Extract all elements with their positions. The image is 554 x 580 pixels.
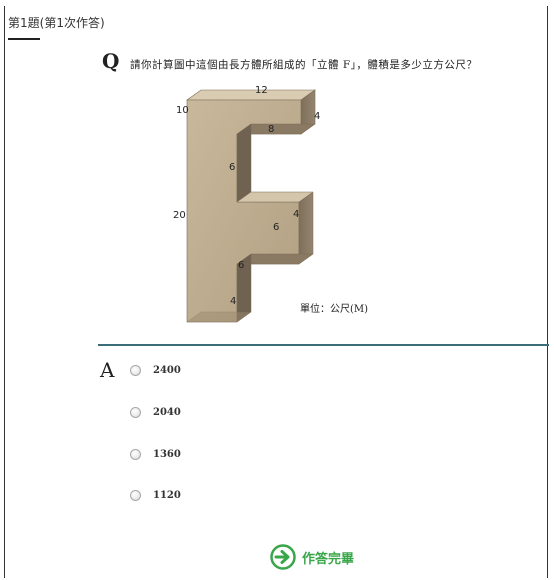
- submit-answer-button[interactable]: 作答完畢: [270, 544, 354, 570]
- radio-button[interactable]: [130, 489, 141, 501]
- option-label: 1120: [153, 489, 181, 501]
- solid-f-diagram: 12 10 4 8 6 20 4 6 6 4: [173, 85, 320, 323]
- answer-option[interactable]: 1120: [130, 487, 181, 503]
- unit-label: 單位：公尺(M): [300, 304, 369, 315]
- dim-label: 6: [238, 260, 244, 271]
- answer-option[interactable]: 2040: [130, 404, 181, 420]
- solid-f-figure: 12 10 4 8 6 20 4 6 6 4: [165, 82, 325, 331]
- radio-button[interactable]: [130, 406, 141, 418]
- radio-button[interactable]: [130, 448, 141, 460]
- dim-label: 6: [229, 162, 235, 173]
- dim-label: 10: [176, 105, 189, 116]
- radio-button[interactable]: [130, 364, 141, 376]
- arrow-circle-icon: [270, 544, 296, 570]
- dim-label: 4: [293, 209, 299, 220]
- option-label: 1360: [153, 448, 181, 460]
- dim-label: 8: [268, 124, 274, 135]
- answer-option[interactable]: 1360: [130, 446, 181, 462]
- question-number-header: 第1題(第1次作答): [8, 16, 105, 30]
- section-divider: [98, 344, 549, 346]
- dim-label: 4: [230, 296, 236, 307]
- option-label: 2400: [153, 364, 181, 376]
- question-text: 請你計算圖中這個由長方體所組成的「立體 F」，體積是多少立方公尺？: [130, 59, 478, 71]
- submit-label: 作答完畢: [302, 551, 355, 567]
- header-underline: [8, 38, 40, 40]
- question-marker: Q: [102, 49, 120, 73]
- answer-marker: A: [100, 358, 115, 382]
- question-frame: [4, 6, 548, 578]
- answer-option[interactable]: 2400: [130, 362, 181, 378]
- option-label: 2040: [153, 406, 181, 418]
- dim-label: 20: [173, 210, 186, 221]
- dim-label: 4: [314, 111, 320, 122]
- dim-label: 6: [273, 222, 279, 233]
- dim-label: 12: [255, 85, 268, 96]
